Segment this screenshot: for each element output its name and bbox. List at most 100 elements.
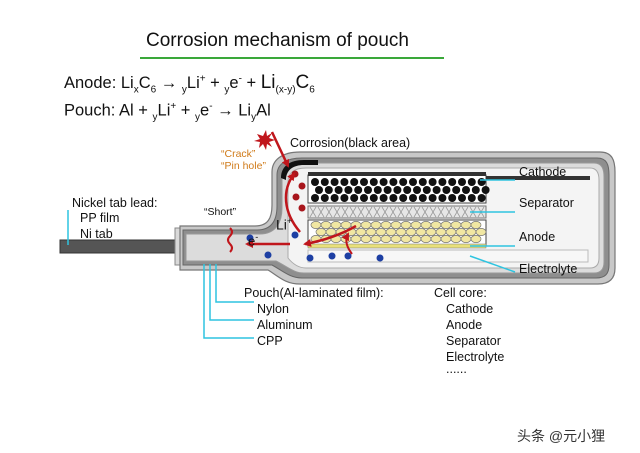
- electron-charge: -: [255, 232, 259, 242]
- title-underline: [140, 57, 444, 59]
- anode-particle: [460, 235, 472, 243]
- anode-particle: [420, 235, 432, 243]
- electron-return-arrow: [341, 232, 353, 255]
- cathode-particle: [393, 186, 402, 194]
- anode-eq-plus: +: [205, 74, 225, 92]
- anode-particle: [390, 221, 402, 229]
- cathode-particle: [330, 178, 339, 186]
- anode-equation: Anode: LixC6 → yLi+ + ye- + Li(x-y)C6: [64, 72, 315, 95]
- cathode-particle: [350, 194, 359, 202]
- cathode-particle: [320, 178, 329, 186]
- anode-particle: [415, 228, 427, 236]
- cathode-particle: [467, 194, 476, 202]
- anode-particle: [395, 228, 407, 236]
- separator-hatch: [381, 206, 389, 218]
- cathode-particle: [373, 186, 382, 194]
- cathode-particle: [442, 186, 451, 194]
- cathode-particle: [324, 186, 333, 194]
- cathode-particle: [418, 178, 427, 186]
- anode-eq-c: C: [138, 74, 151, 92]
- anode-particle: [320, 221, 332, 229]
- separator-hatch: [373, 206, 381, 218]
- electron-particles: [246, 231, 384, 262]
- anode-particle: [355, 228, 367, 236]
- pouch-eq-plus-sup: +: [170, 101, 177, 112]
- cathode-particle: [428, 178, 437, 186]
- aluminum-leader: [209, 264, 254, 321]
- separator-hatch: [413, 206, 421, 218]
- cathode-particle: [409, 194, 417, 202]
- separator-pattern: [309, 206, 485, 218]
- cathode-particle: [334, 186, 343, 194]
- separator-hatch: [349, 206, 357, 218]
- anode-particle: [430, 221, 442, 229]
- cathode-particle: [369, 178, 378, 186]
- anode-particle: [360, 221, 372, 229]
- anode-eq-li: Li: [186, 74, 200, 92]
- li-migration-arrow: [284, 172, 301, 233]
- anode-particle: [450, 235, 462, 243]
- pouch-eq-arrow: →: [212, 101, 239, 120]
- separator-hatch: [357, 206, 365, 218]
- anode-particle: [370, 221, 382, 229]
- page-title: Corrosion mechanism of pouch: [146, 30, 409, 51]
- anode-particle: [470, 235, 482, 243]
- cathode-particle: [477, 178, 486, 186]
- cathode-particle: [409, 178, 417, 186]
- anode-particles: [310, 221, 487, 243]
- cathode-particle: [344, 186, 353, 194]
- cathode-particle: [315, 186, 323, 194]
- electron-dot: [376, 254, 384, 262]
- separator-hatch: [437, 206, 445, 218]
- cell-core-item: Electrolyte: [446, 350, 505, 364]
- anode-eq-sub-6: 6: [150, 84, 157, 96]
- anode-particle: [455, 228, 467, 236]
- cell-core-item: ......: [446, 362, 467, 376]
- pouch-cpp-label: CPP: [257, 334, 283, 348]
- anode-eq-prefix: Anode: Li: [64, 74, 134, 92]
- separator-hatch: [397, 206, 405, 218]
- cathode-particle: [340, 194, 349, 202]
- separator-label: Separator: [519, 196, 574, 210]
- electron-text: e: [248, 233, 256, 249]
- cathode-particle: [399, 194, 408, 202]
- cathode-particle: [389, 194, 398, 202]
- cathode-particle: [399, 178, 408, 186]
- separator-hatch: [389, 206, 397, 218]
- right-leader-lines: [469, 179, 516, 273]
- electron-dot: [291, 231, 299, 239]
- li-ion-label: Li+: [276, 216, 292, 233]
- anode-particle: [365, 228, 377, 236]
- anode-eq-y2: y: [224, 84, 230, 96]
- separator-hatch: [325, 206, 333, 218]
- anode-particle: [350, 235, 362, 243]
- pouch-eq-liy: Li: [238, 101, 252, 120]
- anode-particle: [310, 221, 322, 229]
- cathode-particle: [379, 178, 388, 186]
- anode-eq-y1: y: [181, 84, 187, 96]
- electron-dot: [264, 251, 272, 259]
- anode-particle: [380, 221, 392, 229]
- separator-hatch: [317, 206, 325, 218]
- pouch-aluminum-label: Aluminum: [257, 318, 313, 332]
- pouch-eq-y1: y: [152, 111, 158, 123]
- tab-ni-label: Ni tab: [80, 227, 113, 241]
- separator-hatch: [429, 206, 437, 218]
- anode-particle: [410, 235, 422, 243]
- nylon-leader: [215, 264, 254, 303]
- anode-particle: [400, 221, 412, 229]
- cathode-particle: [330, 194, 339, 202]
- anode-particle: [405, 228, 417, 236]
- anode-particle: [425, 228, 437, 236]
- cathode-current-collector: [308, 172, 486, 176]
- pouch-leader-lines: [67, 210, 254, 339]
- separator-hatch: [461, 206, 469, 218]
- pin-hole-label: “Pin hole”: [221, 160, 266, 172]
- cathode-particle: [471, 186, 480, 194]
- li-source-arrow: [303, 224, 357, 247]
- cathode-particle: [438, 178, 447, 186]
- electron-label: e-: [248, 232, 258, 248]
- electrolyte-leader: [469, 255, 516, 273]
- pouch-eq-e: e: [200, 101, 210, 120]
- anode-eq-plus-sup: +: [199, 73, 206, 85]
